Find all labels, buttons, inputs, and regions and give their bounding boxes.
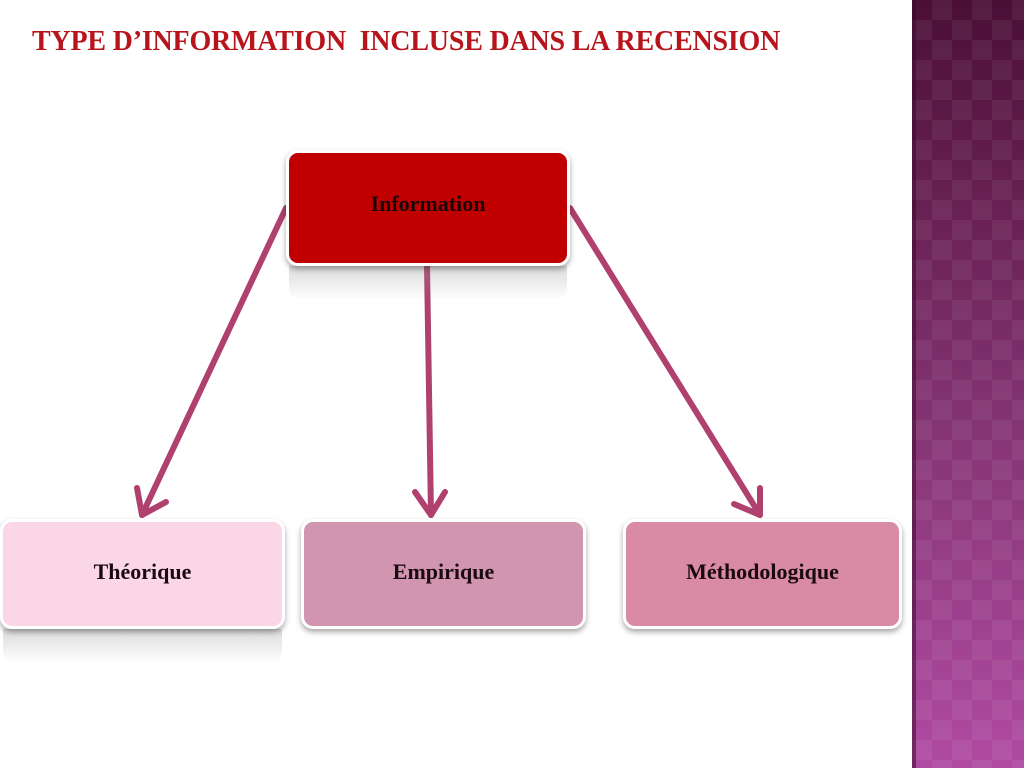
arrowhead-methodologique bbox=[731, 485, 763, 518]
arrow-to-methodologique bbox=[567, 205, 763, 518]
arrow-to-theorique bbox=[139, 205, 289, 518]
root-node-reflection bbox=[289, 266, 567, 300]
slide-title: TYPE D’INFORMATION INCLUSE DANS LA RECEN… bbox=[32, 26, 781, 57]
node-label-empirique: Empirique bbox=[392, 559, 495, 584]
arrowhead-theorique bbox=[134, 485, 169, 518]
diagram-node-theorique: Théorique bbox=[0, 519, 285, 629]
theorique-node-reflection bbox=[3, 629, 282, 663]
side-band-pattern bbox=[912, 0, 1024, 768]
node-label-information: Information bbox=[370, 191, 486, 216]
side-decoration-band bbox=[912, 0, 1024, 768]
diagram-node-empirique: Empirique bbox=[301, 519, 586, 629]
node-label-methodologique: Méthodologique bbox=[686, 559, 839, 584]
arrow-to-empirique bbox=[424, 263, 434, 518]
node-label-theorique: Théorique bbox=[93, 559, 192, 584]
diagram-node-methodologique: Méthodologique bbox=[623, 519, 902, 629]
arrowhead-empirique bbox=[412, 489, 448, 518]
side-band-edge bbox=[912, 0, 916, 768]
diagram-node-information: Information bbox=[286, 150, 570, 266]
